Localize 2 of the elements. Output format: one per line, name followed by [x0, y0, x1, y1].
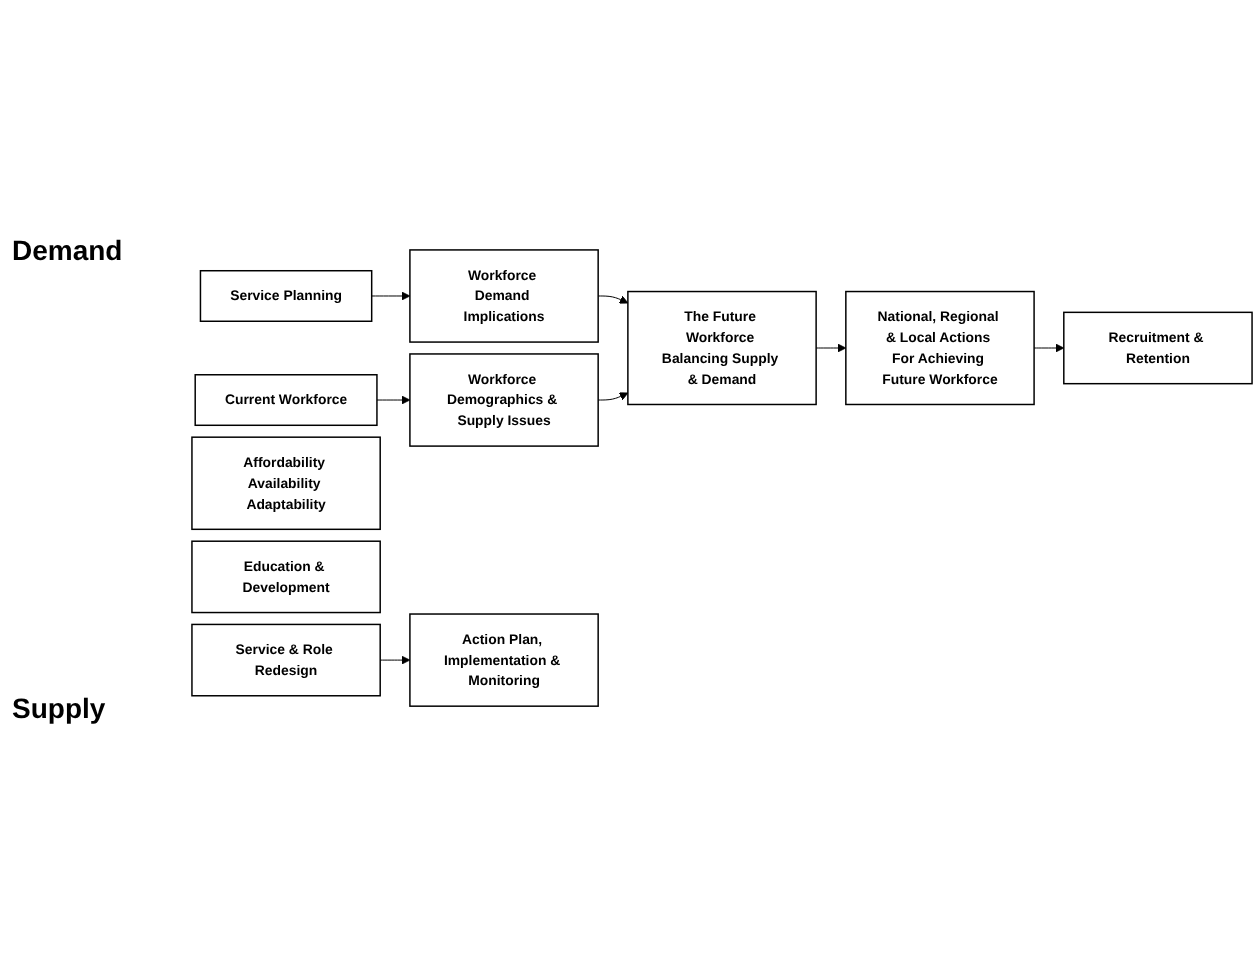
side-label: Supply	[12, 692, 108, 725]
side-label: Demand	[12, 233, 125, 266]
